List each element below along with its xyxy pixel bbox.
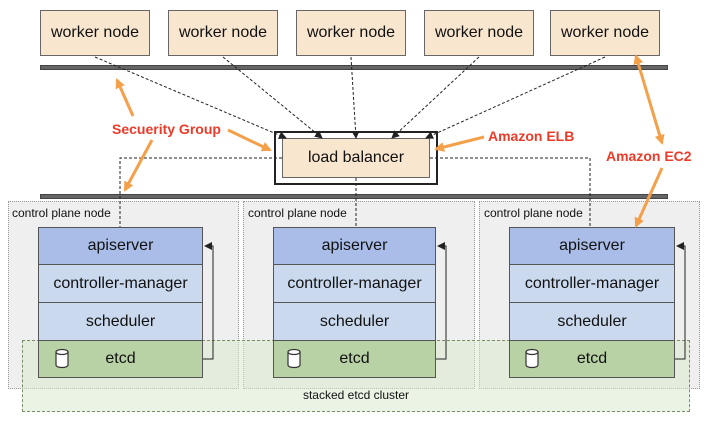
worker-to-lb-line — [350, 56, 360, 139]
database-icon — [287, 352, 301, 369]
ec2-arrow — [633, 54, 665, 145]
database-icon — [287, 348, 301, 356]
worker-node: worker node — [40, 10, 150, 56]
database-icon — [55, 348, 539, 369]
amazon-ec2-annotation: Amazon EC2 — [606, 148, 692, 164]
stacked-etcd-cluster-label: stacked etcd cluster — [302, 388, 410, 402]
etcd-to-apiserver-line — [436, 242, 447, 360]
ec2-arrow — [634, 167, 664, 228]
database-icon — [525, 348, 539, 356]
apiserver: apiserver — [38, 227, 203, 265]
worker-node: worker node — [424, 10, 534, 56]
etcd-to-apiserver-line — [675, 242, 686, 360]
worker-to-lb-line — [391, 56, 480, 139]
control-plane-node-label: control plane node — [248, 206, 347, 220]
worker-node: worker node — [168, 10, 278, 56]
worker-node: worker node — [550, 10, 660, 56]
etcd-to-apiserver-line — [203, 242, 214, 360]
control-plane-network-bar — [40, 194, 668, 199]
database-icon — [525, 352, 539, 369]
control-plane-node-label: control plane node — [484, 206, 583, 220]
control-plane-node-label: control plane node — [12, 206, 111, 220]
worker-to-lb-line — [222, 56, 323, 139]
security-group-arrow — [115, 78, 135, 117]
security-group-arrow — [123, 139, 154, 192]
database-icon — [55, 352, 69, 369]
apiserver: apiserver — [509, 227, 675, 265]
apiserver: apiserver — [273, 227, 436, 265]
database-icon — [55, 348, 69, 356]
elb-arrow — [434, 135, 485, 152]
amazon-elb-annotation: Amazon ELB — [488, 128, 575, 144]
worker-network-bar — [40, 65, 668, 70]
security-group-arrow — [227, 128, 272, 152]
security-group-annotation: Secuerity Group — [112, 121, 221, 137]
lb-to-apiserver-line — [430, 157, 591, 227]
worker-to-lb-line — [94, 56, 287, 139]
worker-node: worker node — [296, 10, 406, 56]
scheduler: scheduler — [38, 302, 203, 341]
etcd: etcd — [509, 340, 675, 378]
lb-to-apiserver-line — [119, 157, 282, 227]
load-balancer: load balancer — [282, 138, 430, 178]
worker-to-lb-line — [425, 56, 606, 139]
scheduler: scheduler — [509, 302, 675, 341]
controller-manager: controller-manager — [273, 264, 436, 303]
